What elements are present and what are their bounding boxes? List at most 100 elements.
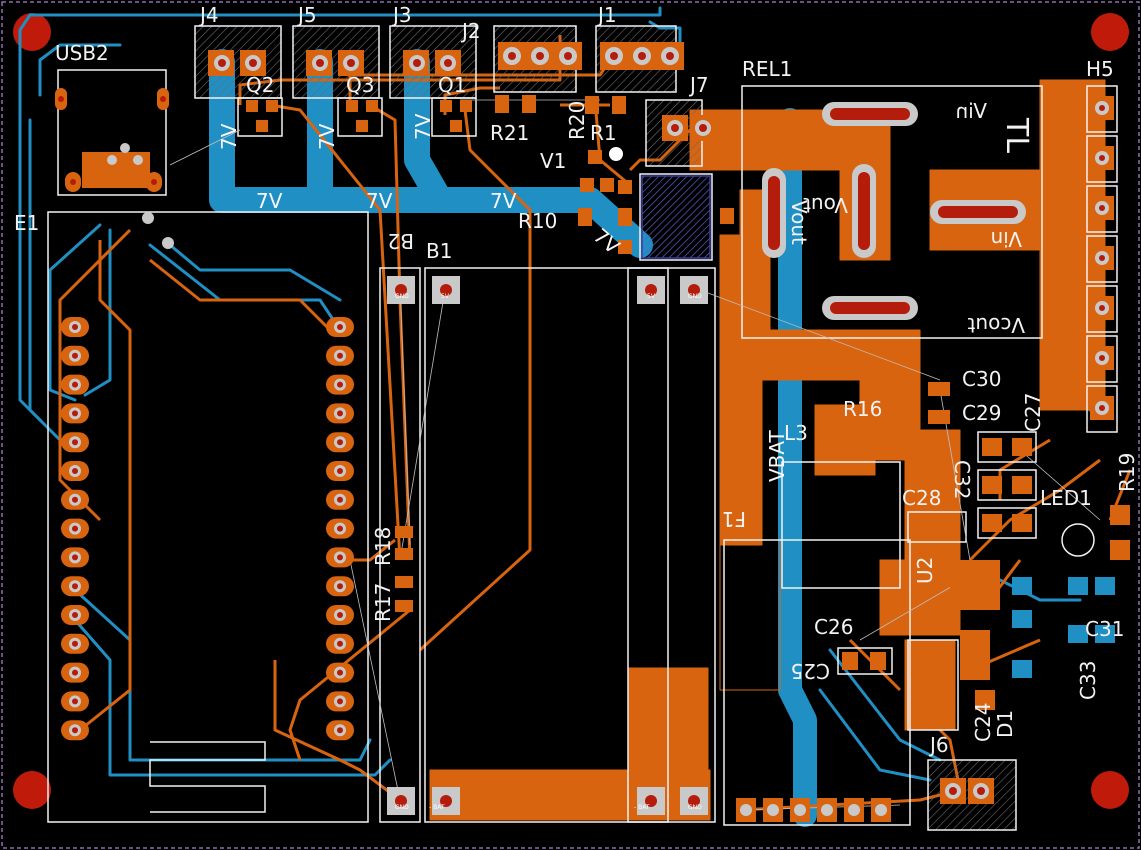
mount-hole-bl: [13, 771, 51, 809]
e1-pin-hole: [337, 352, 343, 359]
relay-text: Vin Vout Vout Vin Vcout TL: [787, 99, 1034, 337]
e1-pin-hole: [72, 583, 78, 590]
label-c27: C27: [1021, 393, 1045, 432]
label-c29: C29: [962, 401, 1001, 425]
terminal-h5-pads: [1090, 96, 1114, 420]
b1-bat-bottom: - BAT: [634, 804, 650, 811]
e1-pin-hole: [72, 525, 78, 532]
connector-pads: [208, 42, 994, 804]
silkscreen-layer: [47, 69, 1118, 826]
e1-pin-hole: [72, 698, 78, 705]
relay-slots: [762, 102, 1026, 320]
keepout-area: [641, 175, 711, 259]
e1-pin-hole: [72, 410, 78, 417]
mount-hole-br: [1091, 771, 1129, 809]
e1-pin-hole: [72, 324, 78, 330]
label-c28: C28: [902, 486, 941, 510]
label-b1: B1: [426, 239, 452, 263]
net-7v-1: 7V: [217, 123, 241, 150]
connector-bodies: [194, 25, 1017, 831]
label-q3: Q3: [346, 73, 374, 97]
e1-pin-hole: [337, 468, 343, 474]
e1-pin-hole: [337, 727, 343, 734]
label-r17: R17: [371, 583, 395, 622]
label-r21: R21: [490, 121, 529, 145]
label-c26: C26: [814, 615, 853, 639]
b2-gnd-top: GND: [395, 293, 409, 300]
net-7v-5: 7V: [366, 189, 393, 213]
e1-pin-hole: [337, 381, 343, 388]
e1-pin-hole: [72, 612, 78, 618]
label-u2: U2: [913, 557, 937, 584]
label-rel1: REL1: [742, 57, 792, 81]
e1-pin-hole: [337, 410, 343, 417]
fiducial: [609, 147, 623, 161]
label-j6: J6: [928, 733, 949, 757]
net-7v-4: 7V: [256, 189, 283, 213]
label-q2: Q2: [246, 73, 274, 97]
label-f1: F1: [722, 507, 746, 531]
b1-5v-top: 5V: [441, 293, 450, 300]
relay-vcout: Vcout: [967, 313, 1025, 337]
label-c33: C33: [1076, 661, 1100, 700]
b1-5v-top-2: 5V: [647, 293, 656, 300]
label-r16: R16: [843, 397, 882, 421]
label-led1: LED1: [1040, 486, 1092, 510]
label-usb2: USB2: [55, 41, 109, 65]
e1-pin-hole: [72, 381, 78, 388]
label-j5: J5: [296, 3, 317, 27]
relay-vout-left: Vout: [803, 193, 848, 217]
label-r1: R1: [590, 121, 617, 145]
label-j4: J4: [198, 3, 219, 27]
label-q1: Q1: [438, 73, 466, 97]
e1-pin-hole: [72, 727, 78, 734]
relay-tl: TL: [999, 117, 1034, 153]
relay-vin-right: Vin: [991, 227, 1022, 251]
label-c25: C25: [791, 659, 830, 683]
label-c30: C30: [962, 367, 1001, 391]
e1-pin-hole: [72, 468, 78, 474]
e1-pin-hole: [337, 439, 343, 446]
b1-gnd-bottom: GND: [688, 804, 702, 811]
relay-vout-mid: Vout: [787, 200, 811, 245]
e1-pin-hole: [72, 352, 78, 359]
b2-bat-bottom: - BAT: [429, 804, 445, 811]
label-c32: C32: [950, 460, 974, 499]
e1-pin-hole: [337, 698, 343, 705]
label-r19: R19: [1115, 453, 1139, 492]
e1-pin-hole: [72, 669, 78, 676]
label-r10: R10: [518, 209, 557, 233]
mount-hole-tr: [1091, 13, 1129, 51]
net-vbat: VBAT: [765, 429, 789, 482]
label-v1: V1: [540, 149, 566, 173]
j6-header-pins: [736, 798, 891, 822]
label-l3: L3: [784, 421, 808, 445]
label-j2: J2: [460, 19, 481, 43]
label-d1: D1: [993, 710, 1017, 738]
label-r20: R20: [565, 101, 589, 140]
battery-pads: GND 5V 5V GND GND - BAT - BAT GND: [387, 276, 708, 815]
e1-pin-hole: [337, 583, 343, 590]
label-j1: J1: [596, 3, 617, 27]
label-r18: R18: [371, 527, 395, 566]
e1-pin-hole: [337, 612, 343, 618]
e1-pin-hole: [337, 554, 343, 561]
e1-pin-hole: [72, 554, 78, 561]
e1-pin-hole: [337, 525, 343, 532]
e1-pin-hole: [337, 496, 343, 503]
e1-pin-hole: [337, 640, 343, 647]
label-j7: J7: [688, 73, 709, 97]
mount-hole-tl: [13, 13, 51, 51]
e1-pin-hole: [72, 439, 78, 446]
smd-components: [246, 95, 1130, 710]
b1-gnd-top: GND: [688, 293, 702, 300]
net-7v-6: 7V: [490, 189, 517, 213]
label-h5: H5: [1086, 57, 1114, 81]
e1-pin-hole: [337, 669, 343, 676]
module-e1-pins: [61, 317, 354, 741]
e1-pin-hole: [72, 496, 78, 503]
label-j3: J3: [391, 3, 412, 27]
label-e1: E1: [14, 211, 39, 235]
